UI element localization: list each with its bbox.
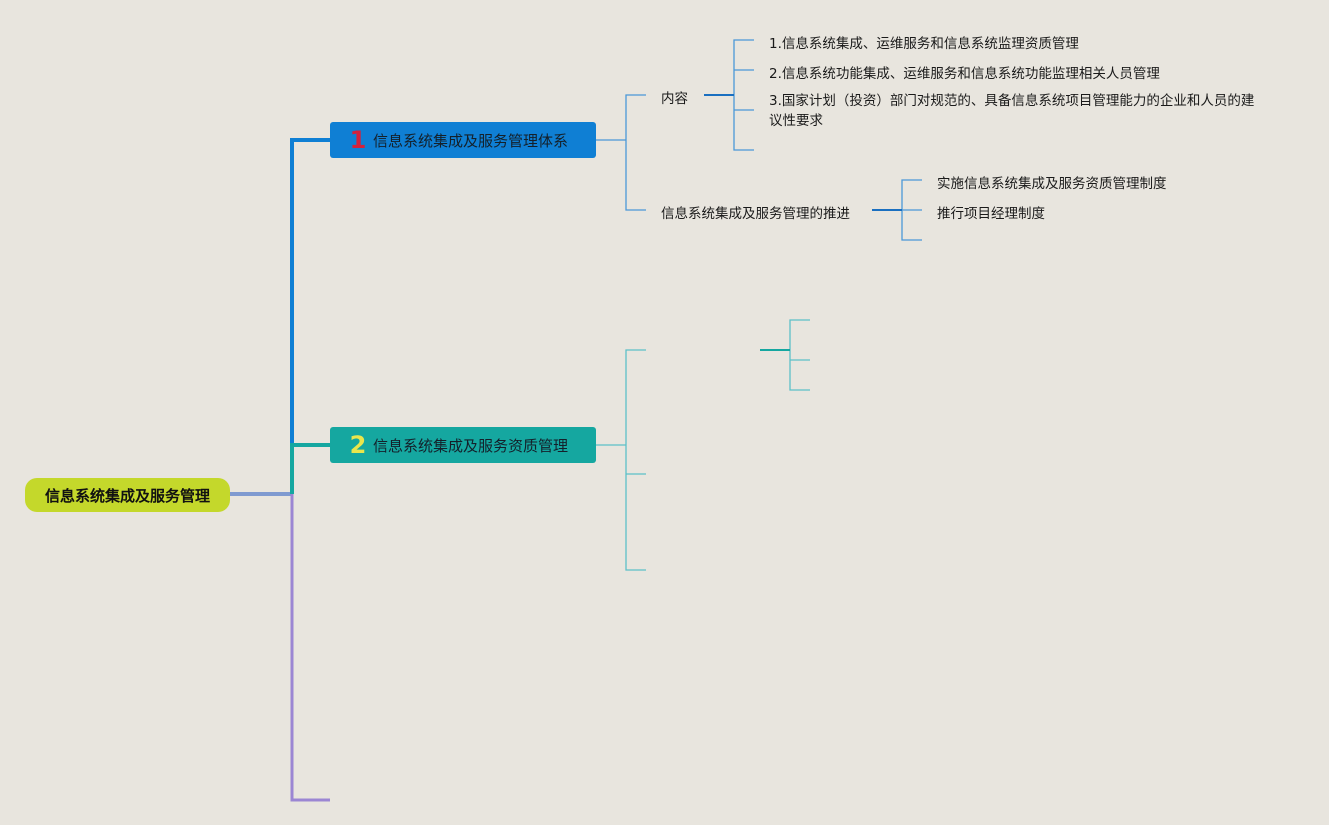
promotion-item-1-label: 实施信息系统集成及服务资质管理制度	[937, 176, 1167, 192]
content-item-3[interactable]: 3.国家计划（投资）部门对规范的、具备信息系统项目管理能力的企业和人员的建议性要…	[769, 91, 1264, 131]
content-item-2[interactable]: 2.信息系统功能集成、运维服务和信息系统功能监理相关人员管理	[769, 62, 1160, 82]
branch-number-2: 2	[349, 431, 367, 459]
content-item-2-label: 2.信息系统功能集成、运维服务和信息系统功能监理相关人员管理	[769, 66, 1160, 82]
promotion-item-2[interactable]: 推行项目经理制度	[937, 202, 1045, 222]
subtopic-content[interactable]: 内容	[661, 87, 688, 107]
branch-number-1: 1	[349, 126, 367, 154]
branch-topic-2[interactable]: 2 信息系统集成及服务资质管理	[330, 427, 596, 463]
content-item-1-label: 1.信息系统集成、运维服务和信息系统监理资质管理	[769, 36, 1079, 52]
content-item-3-label: 3.国家计划（投资）部门对规范的、具备信息系统项目管理能力的企业和人员的建议性要…	[769, 93, 1255, 129]
subtopic-promotion-label: 信息系统集成及服务管理的推进	[661, 206, 850, 222]
branch-topic-1-label: 信息系统集成及服务管理体系	[373, 131, 569, 150]
root-topic[interactable]: 信息系统集成及服务管理	[25, 478, 230, 512]
root-topic-label: 信息系统集成及服务管理	[44, 486, 210, 505]
subtopic-promotion[interactable]: 信息系统集成及服务管理的推进	[661, 202, 850, 222]
subtopic-content-label: 内容	[661, 91, 688, 107]
promotion-item-2-label: 推行项目经理制度	[937, 206, 1045, 222]
promotion-item-1[interactable]: 实施信息系统集成及服务资质管理制度	[937, 172, 1167, 192]
branch-topic-2-label: 信息系统集成及服务资质管理	[373, 436, 569, 455]
branch-topic-1[interactable]: 1 信息系统集成及服务管理体系	[330, 122, 596, 158]
content-item-1[interactable]: 1.信息系统集成、运维服务和信息系统监理资质管理	[769, 32, 1079, 52]
